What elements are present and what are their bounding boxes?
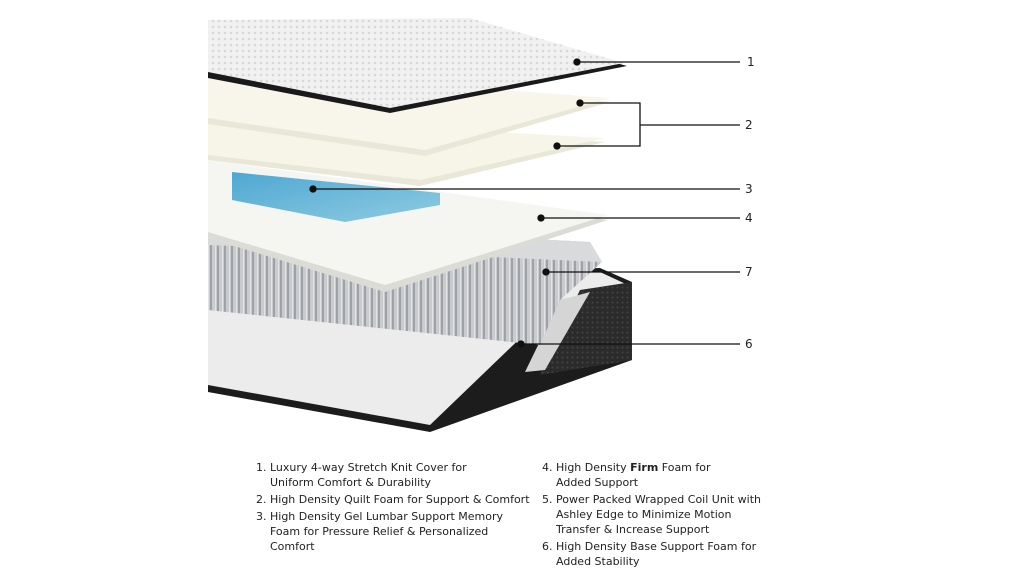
callout-3: 3	[745, 182, 753, 196]
legend-number: 6.	[542, 540, 553, 553]
legend-text-pre: High Density	[556, 461, 631, 474]
callout-7: 7	[745, 265, 753, 279]
legend-left: 1.Luxury 4-way Stretch Knit Cover for Un…	[256, 460, 536, 556]
legend-item: 4.High Density Firm Foam for Added Suppo…	[542, 460, 772, 490]
legend-text: High Density Gel Lumbar Support Memory F…	[270, 510, 504, 553]
legend-right: 4.High Density Firm Foam for Added Suppo…	[542, 460, 772, 571]
legend-text: Luxury 4-way Stretch Knit Cover for Unif…	[270, 461, 467, 489]
legend-item: 5.Power Packed Wrapped Coil Unit with As…	[542, 492, 772, 537]
firm-foam-layer	[208, 160, 608, 292]
knit-cover-layer	[208, 18, 627, 113]
legend-number: 5.	[542, 493, 553, 506]
callout-lines	[309, 58, 740, 348]
callout-2: 2	[745, 118, 753, 132]
legend-item: 1.Luxury 4-way Stretch Knit Cover for Un…	[256, 460, 536, 490]
legend-number: 2.	[256, 493, 267, 506]
legend-number: 1.	[256, 461, 267, 474]
legend-text-bold: Firm	[630, 461, 659, 474]
callout-6: 6	[745, 337, 753, 351]
callout-1: 1	[747, 55, 755, 69]
legend-item: 6.High Density Base Support Foam for Add…	[542, 539, 772, 569]
callout-4: 4	[745, 211, 753, 225]
gel-memory-foam	[232, 172, 440, 222]
legend-text: High Density Quilt Foam for Support & Co…	[270, 493, 530, 506]
legend-number: 4.	[542, 461, 553, 474]
legend-item: 3.High Density Gel Lumbar Support Memory…	[256, 509, 536, 554]
legend-text-post: Foam for Added Support	[556, 461, 711, 489]
legend-number: 3.	[256, 510, 267, 523]
legend-item: 2.High Density Quilt Foam for Support & …	[256, 492, 536, 507]
legend-text: High Density Firm Foam for Added Support	[556, 460, 711, 490]
legend-text: High Density Base Support Foam for Added…	[556, 540, 757, 568]
legend-text: Power Packed Wrapped Coil Unit with Ashl…	[556, 493, 762, 536]
